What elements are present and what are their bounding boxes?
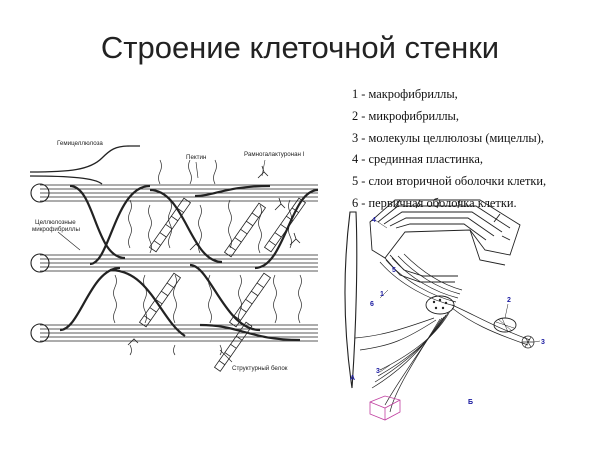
legend-item-1: 1 - макрофибриллы, bbox=[352, 87, 458, 101]
legend-item-4: 4 - срединная пластинка, bbox=[352, 152, 483, 167]
legend-item-6: 6 - первичная оболочка клетки. bbox=[352, 195, 517, 210]
fiber-spindle bbox=[344, 211, 358, 389]
fibril-fan bbox=[379, 253, 463, 307]
label-cellulose-microfibrils-line2: микрофибриллы bbox=[32, 226, 81, 233]
structural-protein-rods bbox=[138, 197, 307, 372]
label-number-1: 1 bbox=[380, 291, 384, 298]
microfibril-bundle-3 bbox=[40, 324, 318, 342]
label-number-2: 2 bbox=[507, 297, 511, 304]
right-leader-lines bbox=[374, 219, 541, 373]
secondary-wall-diagram bbox=[344, 199, 541, 421]
rhamnogalacturonan-markers bbox=[127, 165, 301, 346]
legend-item-5: 5 - слои вторичной оболочки клетки, bbox=[352, 174, 547, 189]
microfibril-cross-hatch bbox=[495, 317, 515, 333]
label-number-6: 6 bbox=[370, 301, 374, 308]
slide-title: Строение клеточной стенки bbox=[100, 30, 500, 65]
cellulose-strands bbox=[354, 304, 535, 413]
layered-wall-block bbox=[369, 199, 521, 283]
hemicellulose-strand bbox=[29, 145, 140, 185]
label-rhamnogalacturonan: Рамногалактуронан I bbox=[244, 151, 305, 158]
macrofibril-bundle bbox=[425, 295, 455, 315]
micelle-cube bbox=[369, 395, 401, 421]
label-hemicellulose: Гемицеллюлоза bbox=[57, 140, 103, 147]
label-number-3: 3 bbox=[541, 339, 545, 346]
hemicellulose-crosslinks bbox=[59, 184, 319, 342]
label-number-4: 4 bbox=[372, 217, 376, 224]
label-cellulose-microfibrils-line1: Целлюлозные bbox=[35, 219, 76, 226]
left-leader-lines bbox=[57, 159, 266, 363]
legend-list: 1 - макрофибриллы, 2 - микрофибриллы, 3 … bbox=[352, 84, 598, 215]
label-number-5: 5 bbox=[392, 267, 396, 274]
legend-item-2: 2 - микрофибриллы, bbox=[352, 108, 459, 123]
microfibril-bundle-2 bbox=[40, 254, 318, 272]
pectin-strands bbox=[113, 159, 302, 356]
label-number-3b: 3 bbox=[376, 368, 380, 375]
label-pectin: Пектин bbox=[186, 154, 206, 161]
macrofibril-dots bbox=[432, 298, 448, 310]
label-letter-a: А bbox=[350, 375, 355, 382]
primary-wall-diagram bbox=[29, 145, 319, 372]
legend-item-3: 3 - молекулы целлюлозы (мицеллы), bbox=[352, 130, 544, 145]
label-structural-protein: Структурный белок bbox=[232, 365, 288, 372]
label-letter-b: Б bbox=[468, 399, 473, 406]
